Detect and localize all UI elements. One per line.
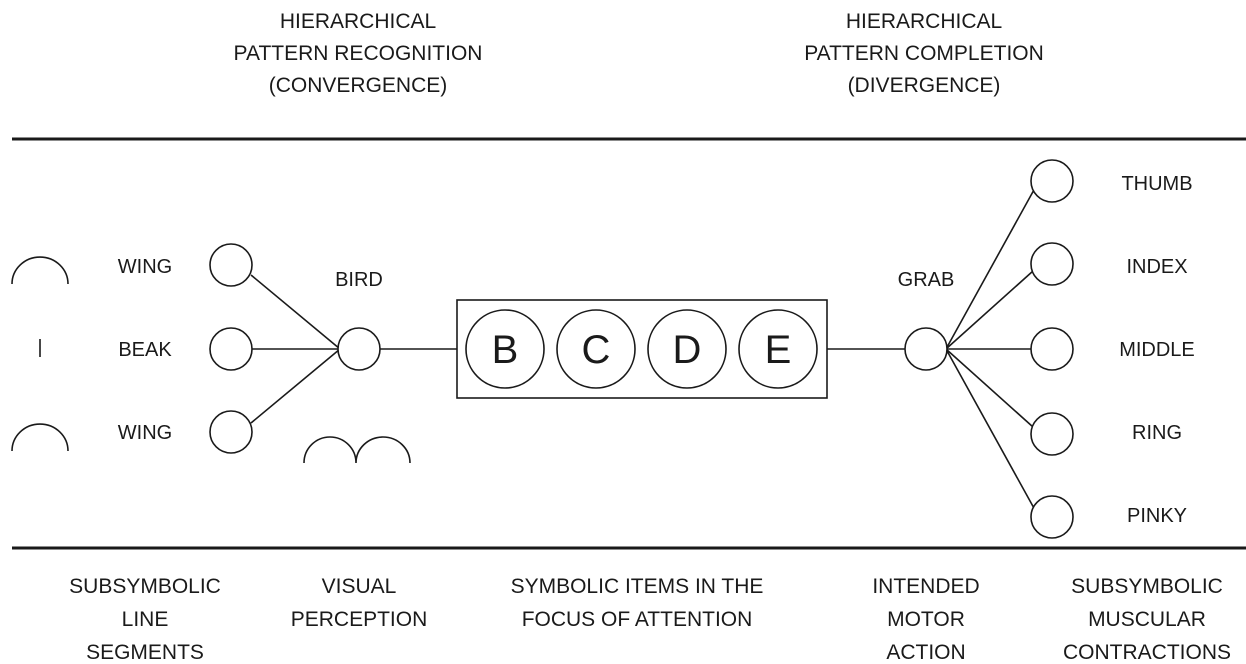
footer-col1-line-3: SEGMENTS	[86, 641, 204, 664]
footer-col1-line-1: SUBSYMBOLIC	[69, 575, 221, 598]
footer-col5-line-2: MUSCULAR	[1088, 608, 1206, 631]
finger-labels: THUMB INDEX MIDDLE RING PINKY	[1119, 173, 1195, 527]
footer-col-symbolic-items: SYMBOLIC ITEMS IN THE FOCUS OF ATTENTION	[511, 575, 764, 631]
focus-item-circle-c	[556, 309, 636, 389]
focus-item-e: E	[765, 328, 792, 372]
bird-label: BIRD	[335, 269, 383, 291]
header-right-line-1: HIERARCHICAL	[846, 10, 1002, 33]
finger-label-ring: RING	[1132, 422, 1182, 444]
footer-col1-line-2: LINE	[122, 608, 169, 631]
header-left-line-3: (CONVERGENCE)	[269, 74, 448, 97]
node-wing-top	[209, 243, 253, 287]
grab-label: GRAB	[898, 269, 955, 291]
header-left-line-1: HIERARCHICAL	[280, 10, 436, 33]
edge-grab-to-thumb	[945, 187, 1036, 350]
node-ring	[1030, 412, 1074, 456]
node-grab	[904, 327, 948, 371]
edge-wing-bottom-to-bird	[250, 348, 341, 424]
focus-item-circle-e	[738, 309, 818, 389]
footer-col5-line-1: SUBSYMBOLIC	[1071, 575, 1223, 598]
header-right: HIERARCHICAL PATTERN COMPLETION (DIVERGE…	[804, 10, 1044, 97]
edge-grab-to-ring	[945, 348, 1034, 428]
node-middle	[1030, 327, 1074, 371]
finger-label-thumb: THUMB	[1121, 173, 1192, 195]
arc-segment-icon-top	[11, 256, 69, 285]
edge-grab-to-index	[945, 270, 1034, 350]
finger-label-index: INDEX	[1126, 256, 1187, 278]
footer-col3-line-2: FOCUS OF ATTENTION	[522, 608, 753, 631]
node-wing-bottom	[209, 410, 253, 454]
focus-items: B C D E	[465, 309, 818, 389]
footer-col-motor-action: INTENDED MOTOR ACTION	[872, 575, 979, 664]
footer-col4-line-3: ACTION	[886, 641, 965, 664]
segment-label-wing-top: WING	[118, 256, 172, 278]
footer-col4-line-2: MOTOR	[887, 608, 965, 631]
focus-item-circle-b	[465, 309, 545, 389]
focus-item-b: B	[492, 328, 519, 372]
footer-col2-line-2: PERCEPTION	[291, 608, 428, 631]
footer-col2-line-1: VISUAL	[322, 575, 397, 598]
node-bird	[337, 327, 381, 371]
focus-item-circle-d	[647, 309, 727, 389]
segment-label-wing-bottom: WING	[118, 422, 172, 444]
header-right-line-3: (DIVERGENCE)	[848, 74, 1001, 97]
footer-col4-line-1: INTENDED	[872, 575, 979, 598]
edge-wing-top-to-bird	[250, 274, 341, 350]
node-thumb	[1030, 159, 1074, 203]
header-left: HIERARCHICAL PATTERN RECOGNITION (CONVER…	[234, 10, 483, 97]
segment-label-beak: BEAK	[118, 339, 172, 361]
focus-item-d: D	[673, 328, 702, 372]
footer-col-visual-perception: VISUAL PERCEPTION	[291, 575, 428, 631]
node-beak	[209, 327, 253, 371]
edge-grab-to-pinky	[945, 348, 1036, 511]
node-index	[1030, 242, 1074, 286]
node-pinky	[1030, 495, 1074, 539]
footer-col-muscular-contractions: SUBSYMBOLIC MUSCULAR CONTRACTIONS	[1063, 575, 1231, 664]
focus-item-c: C	[582, 328, 611, 372]
finger-label-middle: MIDDLE	[1119, 339, 1195, 361]
header-left-line-2: PATTERN RECOGNITION	[234, 42, 483, 65]
footer-col3-line-1: SYMBOLIC ITEMS IN THE	[511, 575, 764, 598]
arc-segment-icon-bottom	[11, 423, 69, 452]
finger-label-pinky: PINKY	[1127, 505, 1187, 527]
header-right-line-2: PATTERN COMPLETION	[804, 42, 1044, 65]
bird-shape-icon	[303, 436, 411, 464]
segment-labels: WING BEAK WING	[118, 256, 173, 444]
footer-col5-line-3: CONTRACTIONS	[1063, 641, 1231, 664]
footer-col-line-segments: SUBSYMBOLIC LINE SEGMENTS	[69, 575, 221, 664]
